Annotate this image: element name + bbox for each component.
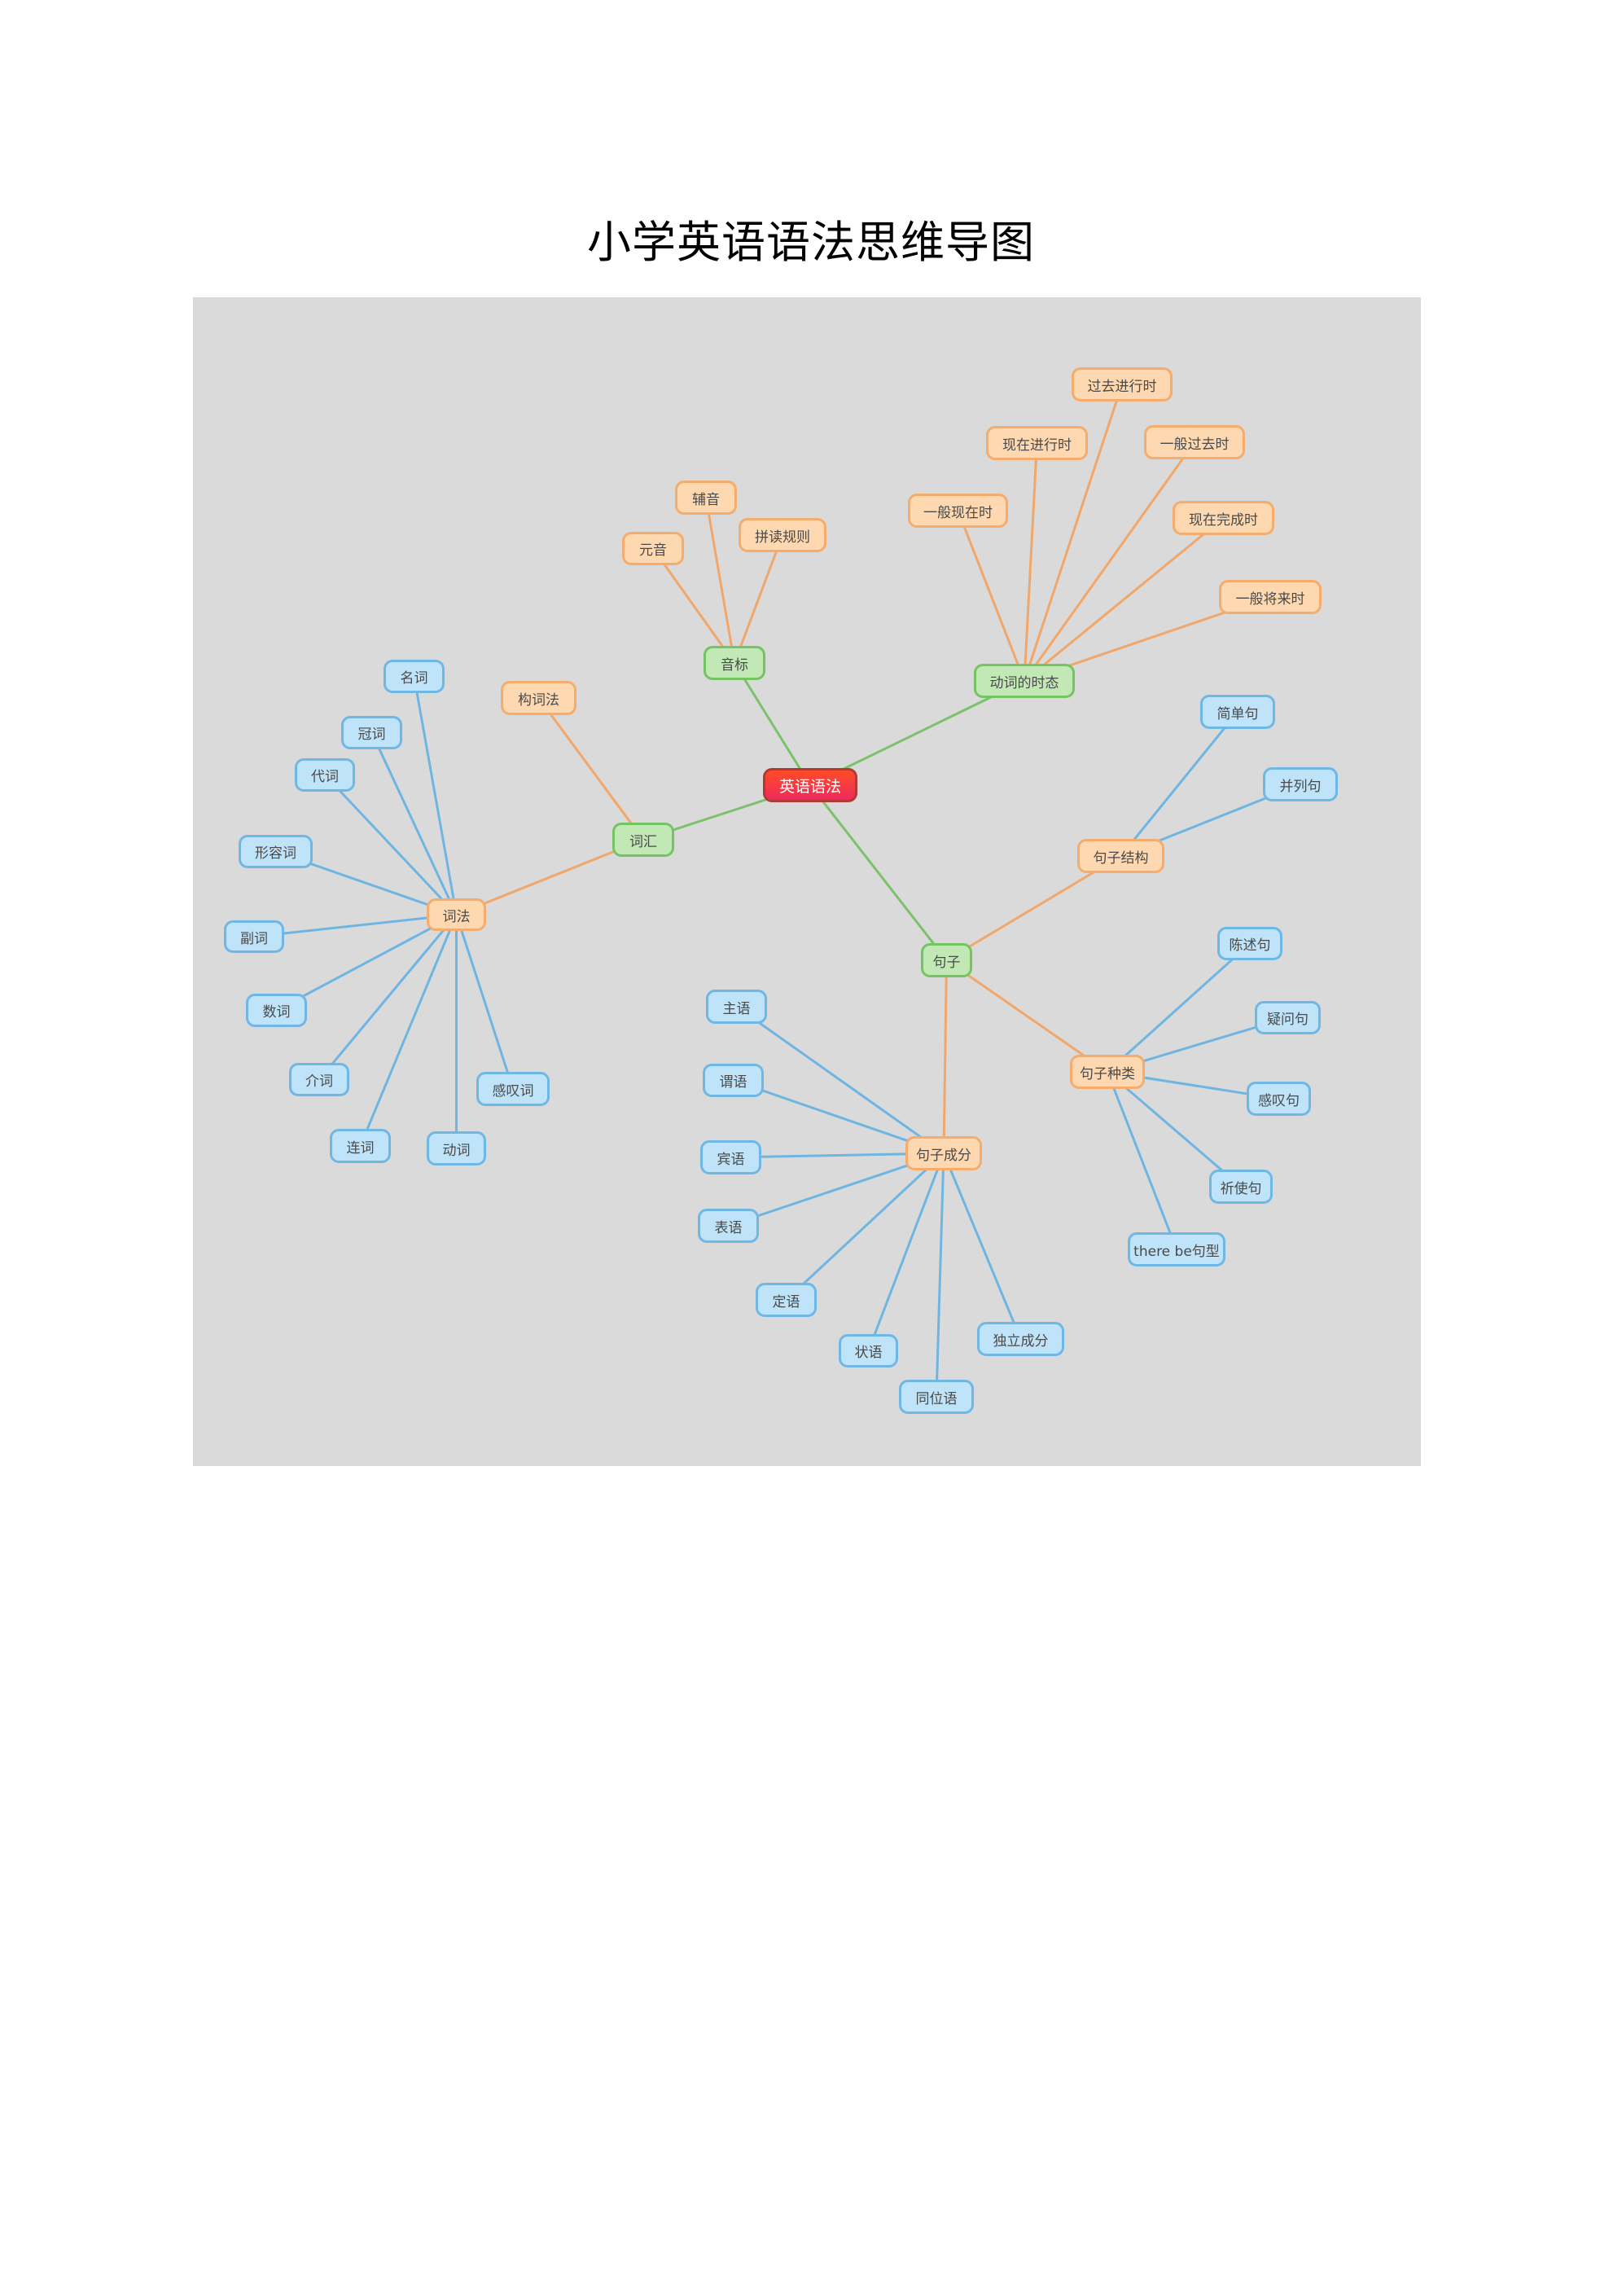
mindmap-node[interactable]: 祈使句 <box>1209 1170 1273 1204</box>
mindmap-node[interactable]: 定语 <box>756 1283 817 1317</box>
node-label: 简单句 <box>1216 705 1259 722</box>
mindmap-node[interactable]: 状语 <box>839 1334 898 1368</box>
mindmap-node[interactable]: 疑问句 <box>1255 1001 1321 1034</box>
mindmap-root-node[interactable]: 英语语法 <box>763 768 857 802</box>
node-label: there be句型 <box>1133 1243 1220 1260</box>
mindmap-node[interactable]: 音标 <box>704 646 765 680</box>
node-label: 并列句 <box>1279 778 1322 795</box>
mindmap-node[interactable]: 元音 <box>622 532 684 565</box>
mindmap-node[interactable]: 感叹词 <box>476 1072 550 1106</box>
mindmap-node[interactable]: 现在完成时 <box>1173 501 1274 535</box>
node-label: 音标 <box>721 656 748 674</box>
node-label: 名词 <box>400 670 428 687</box>
node-label: 独立成分 <box>993 1332 1049 1350</box>
node-label: 宾语 <box>717 1151 745 1168</box>
mindmap-node[interactable]: 同位语 <box>899 1380 974 1414</box>
mindmap-node[interactable]: 词法 <box>427 898 486 931</box>
node-label: 词法 <box>442 908 471 925</box>
node-label: 动词 <box>442 1142 471 1159</box>
node-label: 表语 <box>714 1219 743 1236</box>
mindmap-node[interactable]: there be句型 <box>1128 1232 1225 1267</box>
mindmap-node[interactable]: 一般将来时 <box>1219 580 1322 614</box>
mindmap-node[interactable]: 代词 <box>295 758 355 792</box>
node-label: 祈使句 <box>1220 1180 1262 1197</box>
node-label: 一般过去时 <box>1160 436 1230 453</box>
node-label: 定语 <box>772 1293 800 1310</box>
node-label: 状语 <box>854 1345 883 1361</box>
node-label: 拼读规则 <box>755 529 810 546</box>
mindmap-node[interactable]: 动词的时态 <box>974 664 1075 698</box>
node-label: 英语语法 <box>778 777 841 796</box>
node-label: 感叹句 <box>1258 1092 1300 1109</box>
mindmap-node[interactable]: 感叹句 <box>1247 1082 1311 1116</box>
mindmap-node[interactable]: 主语 <box>706 990 767 1024</box>
page-title: 小学英语语法思维导图 <box>587 217 1035 268</box>
node-label: 主语 <box>722 1000 751 1017</box>
mindmap-node[interactable]: 数词 <box>246 994 307 1027</box>
node-label: 动词的时态 <box>989 674 1059 691</box>
node-label: 句子 <box>932 954 961 971</box>
node-label: 过去进行时 <box>1087 378 1157 395</box>
mindmap-node[interactable]: 连词 <box>330 1129 391 1163</box>
node-label: 代词 <box>311 769 339 785</box>
node-label: 感叹词 <box>492 1082 534 1100</box>
mindmap-node[interactable]: 动词 <box>427 1131 486 1166</box>
node-label: 疑问句 <box>1267 1012 1309 1028</box>
mindmap-node[interactable]: 形容词 <box>239 835 313 868</box>
node-label: 现在进行时 <box>1002 437 1072 454</box>
mindmap-node[interactable]: 句子结构 <box>1077 839 1164 873</box>
node-label: 形容词 <box>255 845 296 862</box>
mindmap-node[interactable]: 词汇 <box>612 823 674 857</box>
mindmap-node[interactable]: 构词法 <box>501 681 576 715</box>
node-label: 句子种类 <box>1080 1065 1135 1082</box>
mindmap-node[interactable]: 并列句 <box>1263 767 1338 801</box>
mindmap-node[interactable]: 陈述句 <box>1217 927 1282 960</box>
node-label: 一般现在时 <box>923 504 993 521</box>
node-label: 连词 <box>346 1139 375 1157</box>
mindmap-node[interactable]: 表语 <box>698 1209 759 1243</box>
mindmap-node[interactable]: 冠词 <box>341 716 402 749</box>
mindmap-node[interactable]: 现在进行时 <box>986 426 1088 460</box>
mindmap-node[interactable]: 过去进行时 <box>1072 367 1173 402</box>
node-label: 元音 <box>639 542 667 559</box>
node-label: 一般将来时 <box>1235 590 1305 608</box>
mindmap-node[interactable]: 拼读规则 <box>739 518 826 552</box>
node-label: 句子成分 <box>916 1147 971 1164</box>
mindmap-node[interactable]: 介词 <box>289 1063 349 1096</box>
node-label: 现在完成时 <box>1189 511 1258 529</box>
node-label: 陈述句 <box>1229 937 1271 954</box>
node-label: 句子结构 <box>1093 849 1149 867</box>
mindmap-node[interactable]: 句子种类 <box>1070 1055 1145 1089</box>
mindmap-node[interactable]: 一般过去时 <box>1144 425 1245 459</box>
node-label: 辅音 <box>692 491 720 508</box>
mindmap-node[interactable]: 宾语 <box>700 1140 761 1174</box>
mindmap-node[interactable]: 简单句 <box>1200 695 1275 729</box>
node-label: 构词法 <box>518 691 559 709</box>
mindmap-node[interactable]: 辅音 <box>675 481 737 515</box>
mindmap-node[interactable]: 句子成分 <box>905 1136 982 1170</box>
node-label: 数词 <box>262 1004 291 1021</box>
node-label: 介词 <box>305 1073 333 1090</box>
node-label: 同位语 <box>915 1390 958 1407</box>
node-label: 词汇 <box>629 833 657 850</box>
mindmap-node[interactable]: 谓语 <box>703 1064 764 1097</box>
node-label: 副词 <box>240 930 268 947</box>
mindmap-node[interactable]: 一般现在时 <box>908 494 1008 528</box>
mindmap-node[interactable]: 副词 <box>224 920 284 953</box>
mindmap-node[interactable]: 名词 <box>384 660 445 693</box>
node-label: 冠词 <box>357 727 386 743</box>
mindmap-node[interactable]: 句子 <box>921 943 972 977</box>
node-label: 谓语 <box>719 1074 747 1091</box>
mindmap-node[interactable]: 独立成分 <box>977 1322 1064 1356</box>
